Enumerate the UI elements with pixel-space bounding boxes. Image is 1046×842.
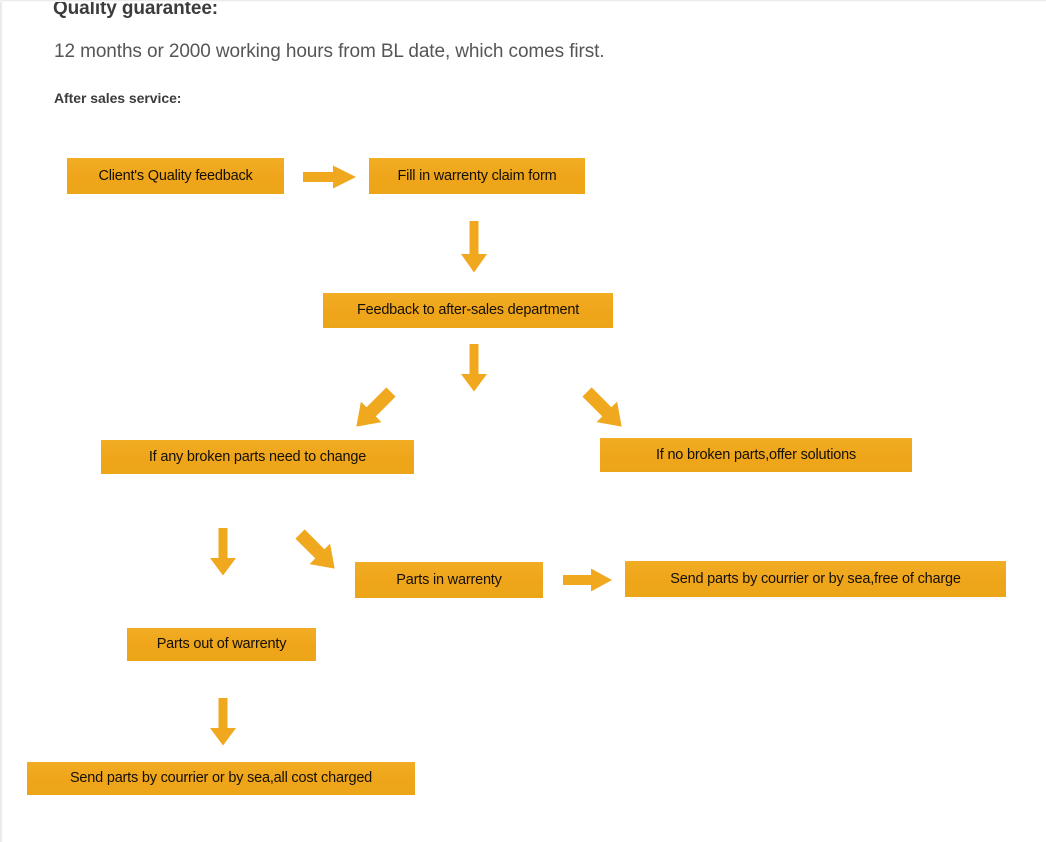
flow-node-if-no-broken-parts-offer-solutions[interactable]: If no broken parts,offer solutions <box>600 438 912 472</box>
arrow-down-icon-to-all-cost-charged <box>209 698 237 746</box>
page-title-quality-guarantee: Quality guarantee: <box>53 0 219 19</box>
warranty-terms-text: 12 months or 2000 working hours from BL … <box>54 41 605 62</box>
flow-node-clients-quality-feedback[interactable]: Client's Quality feedback <box>67 158 284 194</box>
arrow-right-icon-feedback-to-claim-form <box>303 165 357 189</box>
flow-node-if-any-broken-parts-need-to-change[interactable]: If any broken parts need to change <box>101 440 414 474</box>
arrow-down-right-icon-to-no-broken-parts <box>577 385 631 433</box>
flow-node-send-parts-all-cost-charged[interactable]: Send parts by courrier or by sea,all cos… <box>27 762 415 795</box>
arrow-down-left-icon-to-broken-parts <box>347 385 401 433</box>
section-title-after-sales-service: After sales service: <box>54 90 182 106</box>
arrow-down-icon-feedback-branch <box>460 344 488 392</box>
flow-node-feedback-to-after-sales-department[interactable]: Feedback to after-sales department <box>323 293 613 328</box>
arrow-right-icon-to-free-of-charge <box>563 568 613 592</box>
arrow-down-right-icon-to-parts-in-warrenty <box>290 527 344 575</box>
flow-node-fill-in-warrenty-claim-form[interactable]: Fill in warrenty claim form <box>369 158 585 194</box>
arrow-down-icon-to-parts-out-of-warrenty <box>209 528 237 576</box>
arrow-down-icon-claim-form-to-feedback <box>460 221 488 273</box>
flow-node-send-parts-free-of-charge[interactable]: Send parts by courrier or by sea,free of… <box>625 561 1006 597</box>
flow-node-parts-out-of-warrenty[interactable]: Parts out of warrenty <box>127 628 316 661</box>
flow-node-parts-in-warrenty[interactable]: Parts in warrenty <box>355 562 543 598</box>
